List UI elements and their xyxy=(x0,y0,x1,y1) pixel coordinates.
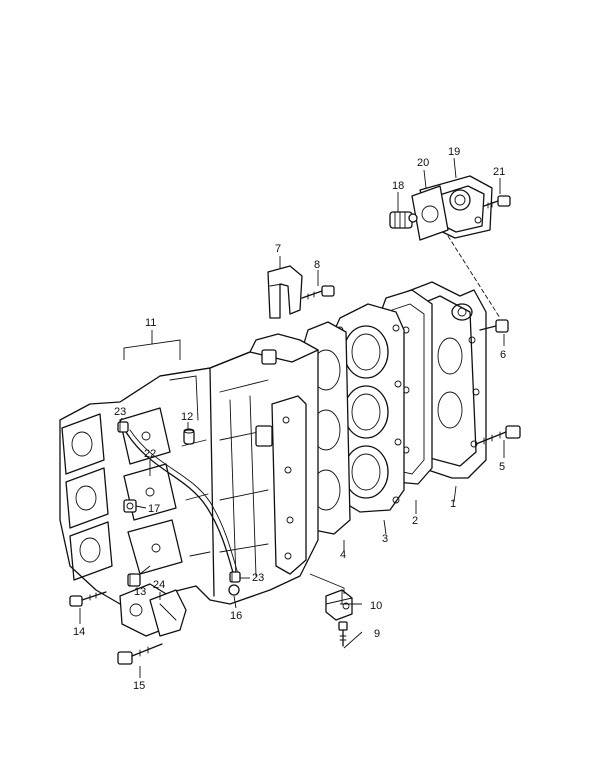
bolt-part-15 xyxy=(117,643,163,665)
hose-part xyxy=(125,431,235,577)
callout-2: 2 xyxy=(412,515,418,527)
callout-6: 6 xyxy=(500,349,506,361)
hose-nipple-upper xyxy=(117,421,129,433)
dowel-pin-part xyxy=(183,428,195,445)
callout-11: 11 xyxy=(145,317,156,329)
callout-22: 22 xyxy=(144,448,156,460)
callout-7: 7 xyxy=(275,243,281,255)
callout-13: 13 xyxy=(134,586,146,598)
callout-17: 17 xyxy=(148,503,160,515)
bolt-part-5 xyxy=(475,425,521,445)
bolt-part-8 xyxy=(301,285,335,300)
assembly-line-housing xyxy=(447,235,501,319)
callout-23-lower: 23 xyxy=(252,572,264,584)
callout-24: 24 xyxy=(153,579,165,591)
fitting-part-17 xyxy=(123,499,137,513)
fitting-part-13 xyxy=(127,573,141,587)
thermostat-part xyxy=(389,211,418,229)
callout-18: 18 xyxy=(392,180,404,192)
callout-4: 4 xyxy=(340,549,346,561)
bolt-part-14 xyxy=(69,591,107,607)
anode-part xyxy=(325,589,353,621)
cylinder-block-part xyxy=(59,333,319,605)
callout-3: 3 xyxy=(382,533,388,545)
thermostat-gasket-part xyxy=(411,185,449,241)
callout-5: 5 xyxy=(499,461,505,473)
cover-plate-part xyxy=(119,583,187,637)
callout-21: 21 xyxy=(493,166,505,178)
callout-8: 8 xyxy=(314,259,320,271)
leader-lines xyxy=(79,157,505,678)
callout-1: 1 xyxy=(450,498,456,510)
callout-14: 14 xyxy=(73,626,85,638)
callout-20: 20 xyxy=(417,157,429,169)
callout-12: 12 xyxy=(181,411,193,423)
plug-part-16 xyxy=(228,584,240,596)
housing-bolt-21 xyxy=(483,195,511,209)
callout-23-upper: 23 xyxy=(114,406,126,418)
bracket-part-7 xyxy=(267,265,303,319)
bolt-part-9 xyxy=(338,621,348,647)
bolt-part-6 xyxy=(479,319,509,333)
callout-labels: 1 2 3 4 5 6 7 8 9 10 11 12 13 14 15 16 1… xyxy=(73,146,506,692)
callout-15: 15 xyxy=(133,680,145,692)
callout-16: 16 xyxy=(230,610,242,622)
callout-10: 10 xyxy=(370,600,382,612)
hose-nipple-lower xyxy=(229,571,241,583)
callout-9: 9 xyxy=(374,628,380,640)
callout-19: 19 xyxy=(448,146,460,158)
